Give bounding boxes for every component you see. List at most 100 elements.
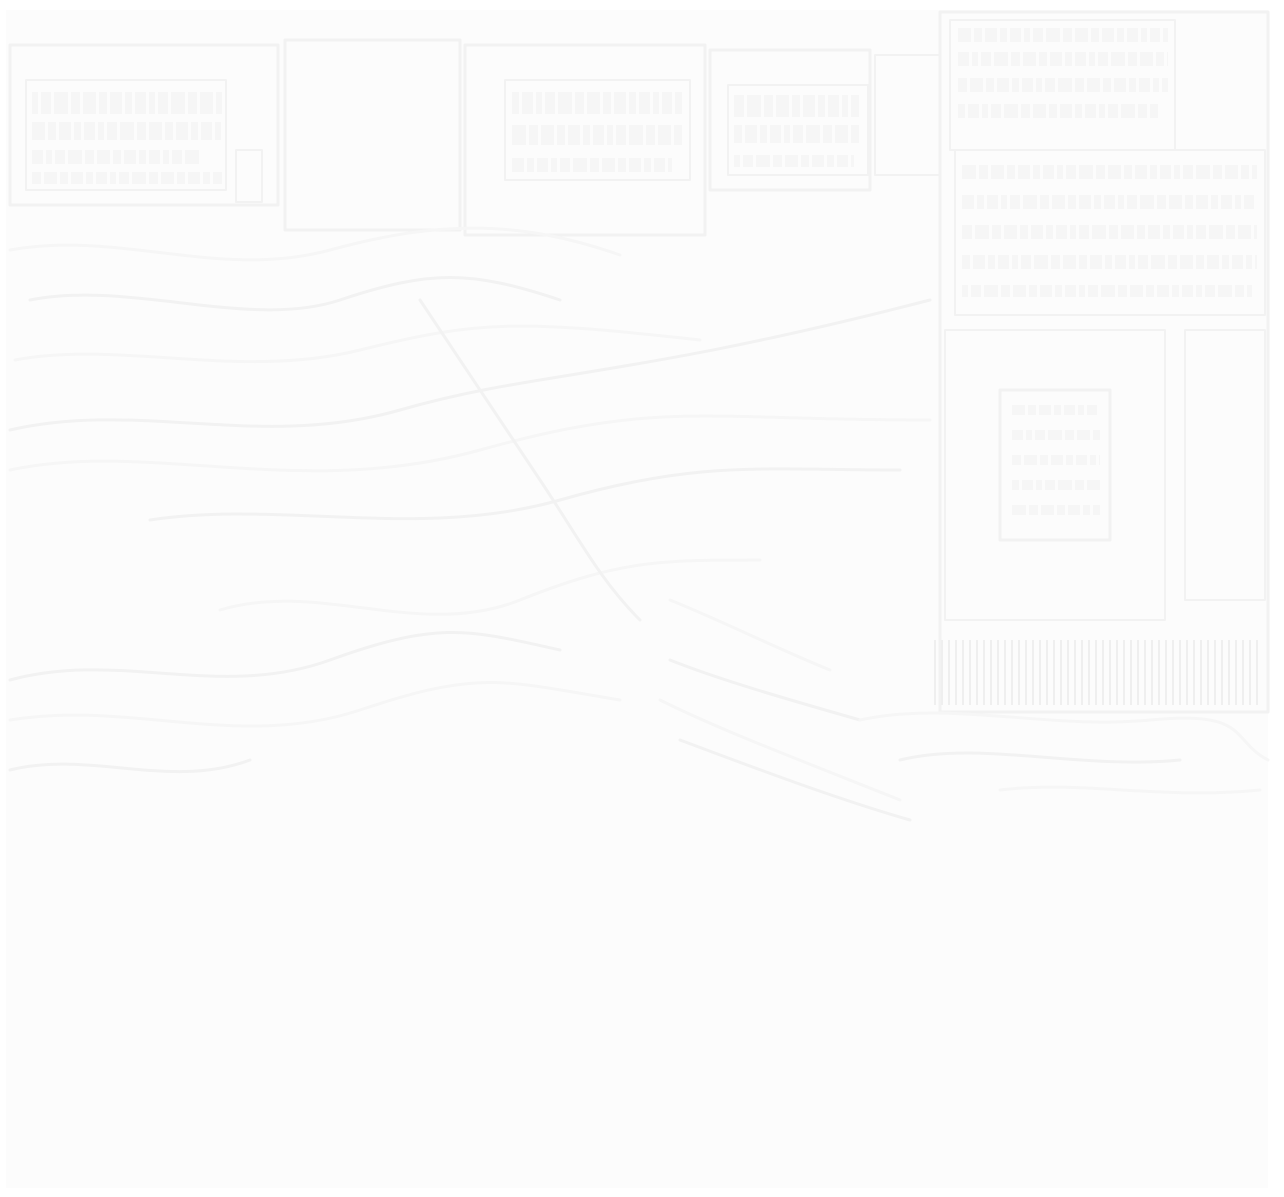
- glyph-mark: [1064, 405, 1075, 415]
- glyph-mark: [962, 285, 968, 297]
- glyph-mark: [1070, 225, 1076, 239]
- glyph-mark: [120, 122, 134, 140]
- glyph-mark: [1241, 165, 1249, 179]
- glyph-mark: [132, 172, 146, 184]
- banner-box-low: [944, 329, 1166, 621]
- glyph-mark: [1077, 430, 1090, 440]
- vertical-banner: [934, 10, 1270, 714]
- glyph-mark: [124, 150, 136, 164]
- glyph-mark: [1065, 52, 1072, 66]
- glyph-mark: [1012, 255, 1018, 269]
- glyph-mark: [587, 92, 600, 114]
- glyph-mark: [1076, 455, 1087, 465]
- glyph-mark: [1063, 255, 1076, 269]
- glyph-mark: [629, 92, 636, 114]
- glyph-mark: [99, 92, 107, 114]
- glyph-mark: [1078, 405, 1084, 415]
- glyph-mark: [618, 158, 626, 172]
- glyph-mark: [1090, 255, 1102, 269]
- glyph-mark: [177, 172, 185, 184]
- glyph-mark: [793, 125, 803, 143]
- glyph-mark: [1247, 285, 1252, 297]
- glyph-mark: [1138, 255, 1148, 269]
- glyph-mark: [785, 155, 798, 167]
- glyph-mark: [1104, 195, 1115, 209]
- glyph-mark: [801, 155, 809, 167]
- glyph-mark: [1057, 505, 1065, 515]
- glyph-mark: [1012, 405, 1025, 415]
- glyph-mark: [1012, 480, 1019, 490]
- glyph-mark: [97, 150, 110, 164]
- glyph-mark: [1222, 255, 1229, 269]
- sketch-stroke: [658, 698, 902, 802]
- glyph-mark: [1127, 28, 1138, 42]
- glyph-mark: [201, 122, 212, 140]
- glyph-mark: [1094, 195, 1101, 209]
- sketch-stroke: [8, 414, 932, 473]
- glyph-mark: [981, 52, 991, 66]
- glyph-mark: [1021, 255, 1031, 269]
- glyph-mark: [1115, 255, 1126, 269]
- glyph-mark: [986, 78, 994, 92]
- glyph-mark: [529, 125, 538, 145]
- glyph-mark: [977, 195, 984, 209]
- glyph-mark: [149, 150, 160, 164]
- sketch-stroke: [8, 631, 562, 682]
- glyph-mark: [803, 95, 815, 117]
- glyph-mark: [1128, 52, 1137, 66]
- sketch-stroke: [218, 558, 762, 616]
- glyph-mark: [1000, 28, 1007, 42]
- glyph-mark: [1087, 78, 1100, 92]
- glyph-mark: [851, 125, 859, 143]
- glyph-mark: [139, 150, 146, 164]
- glyph-mark: [98, 122, 104, 140]
- sign-board-4: [708, 48, 872, 192]
- glyph-mark: [975, 225, 989, 239]
- glyph-mark: [812, 155, 824, 167]
- glyph-mark: [985, 28, 997, 42]
- glyph-mark: [968, 104, 979, 118]
- glyph-mark: [998, 255, 1009, 269]
- glyph-mark: [1036, 78, 1042, 92]
- glyph-mark: [1090, 455, 1096, 465]
- glyph-mark: [512, 158, 524, 172]
- glyph-mark: [1058, 78, 1072, 92]
- glyph-mark: [1018, 165, 1030, 179]
- illegible-sign-lettering: [32, 28, 1257, 515]
- glyph-mark: [1108, 165, 1121, 179]
- glyph-mark: [1031, 225, 1043, 239]
- glyph-mark: [113, 150, 121, 164]
- glyph-mark: [1172, 285, 1179, 297]
- glyph-mark: [137, 122, 146, 140]
- glyph-mark: [1023, 52, 1036, 66]
- banner-stripes: [934, 640, 1258, 705]
- glyph-mark: [32, 92, 38, 114]
- sketch-stroke: [858, 711, 1270, 762]
- glyph-mark: [1101, 285, 1115, 297]
- glyph-mark: [1045, 78, 1055, 92]
- glyph-mark: [1012, 455, 1021, 465]
- glyph-mark: [962, 255, 970, 269]
- glyph-mark: [979, 165, 988, 179]
- glyph-mark: [1043, 165, 1054, 179]
- glyph-mark: [607, 125, 613, 145]
- glyph-mark: [662, 92, 672, 114]
- glyph-mark: [1075, 52, 1086, 66]
- glyph-mark: [1114, 78, 1126, 92]
- glyph-mark: [1040, 455, 1048, 465]
- glyph-mark: [1138, 104, 1147, 118]
- glyph-mark: [1046, 225, 1053, 239]
- banner-box-center: [998, 388, 1112, 542]
- glyph-mark: [823, 125, 832, 143]
- glyph-mark: [1049, 104, 1057, 118]
- glyph-mark: [149, 172, 158, 184]
- glyph-mark: [1151, 255, 1165, 269]
- glyph-mark: [1088, 285, 1098, 297]
- glyph-mark: [1209, 225, 1223, 239]
- glyph-mark: [149, 122, 162, 140]
- glyph-mark: [71, 172, 83, 184]
- glyph-mark: [958, 78, 967, 92]
- glyph-mark: [1196, 165, 1210, 179]
- glyph-mark: [149, 92, 155, 114]
- glyph-mark: [1011, 52, 1020, 66]
